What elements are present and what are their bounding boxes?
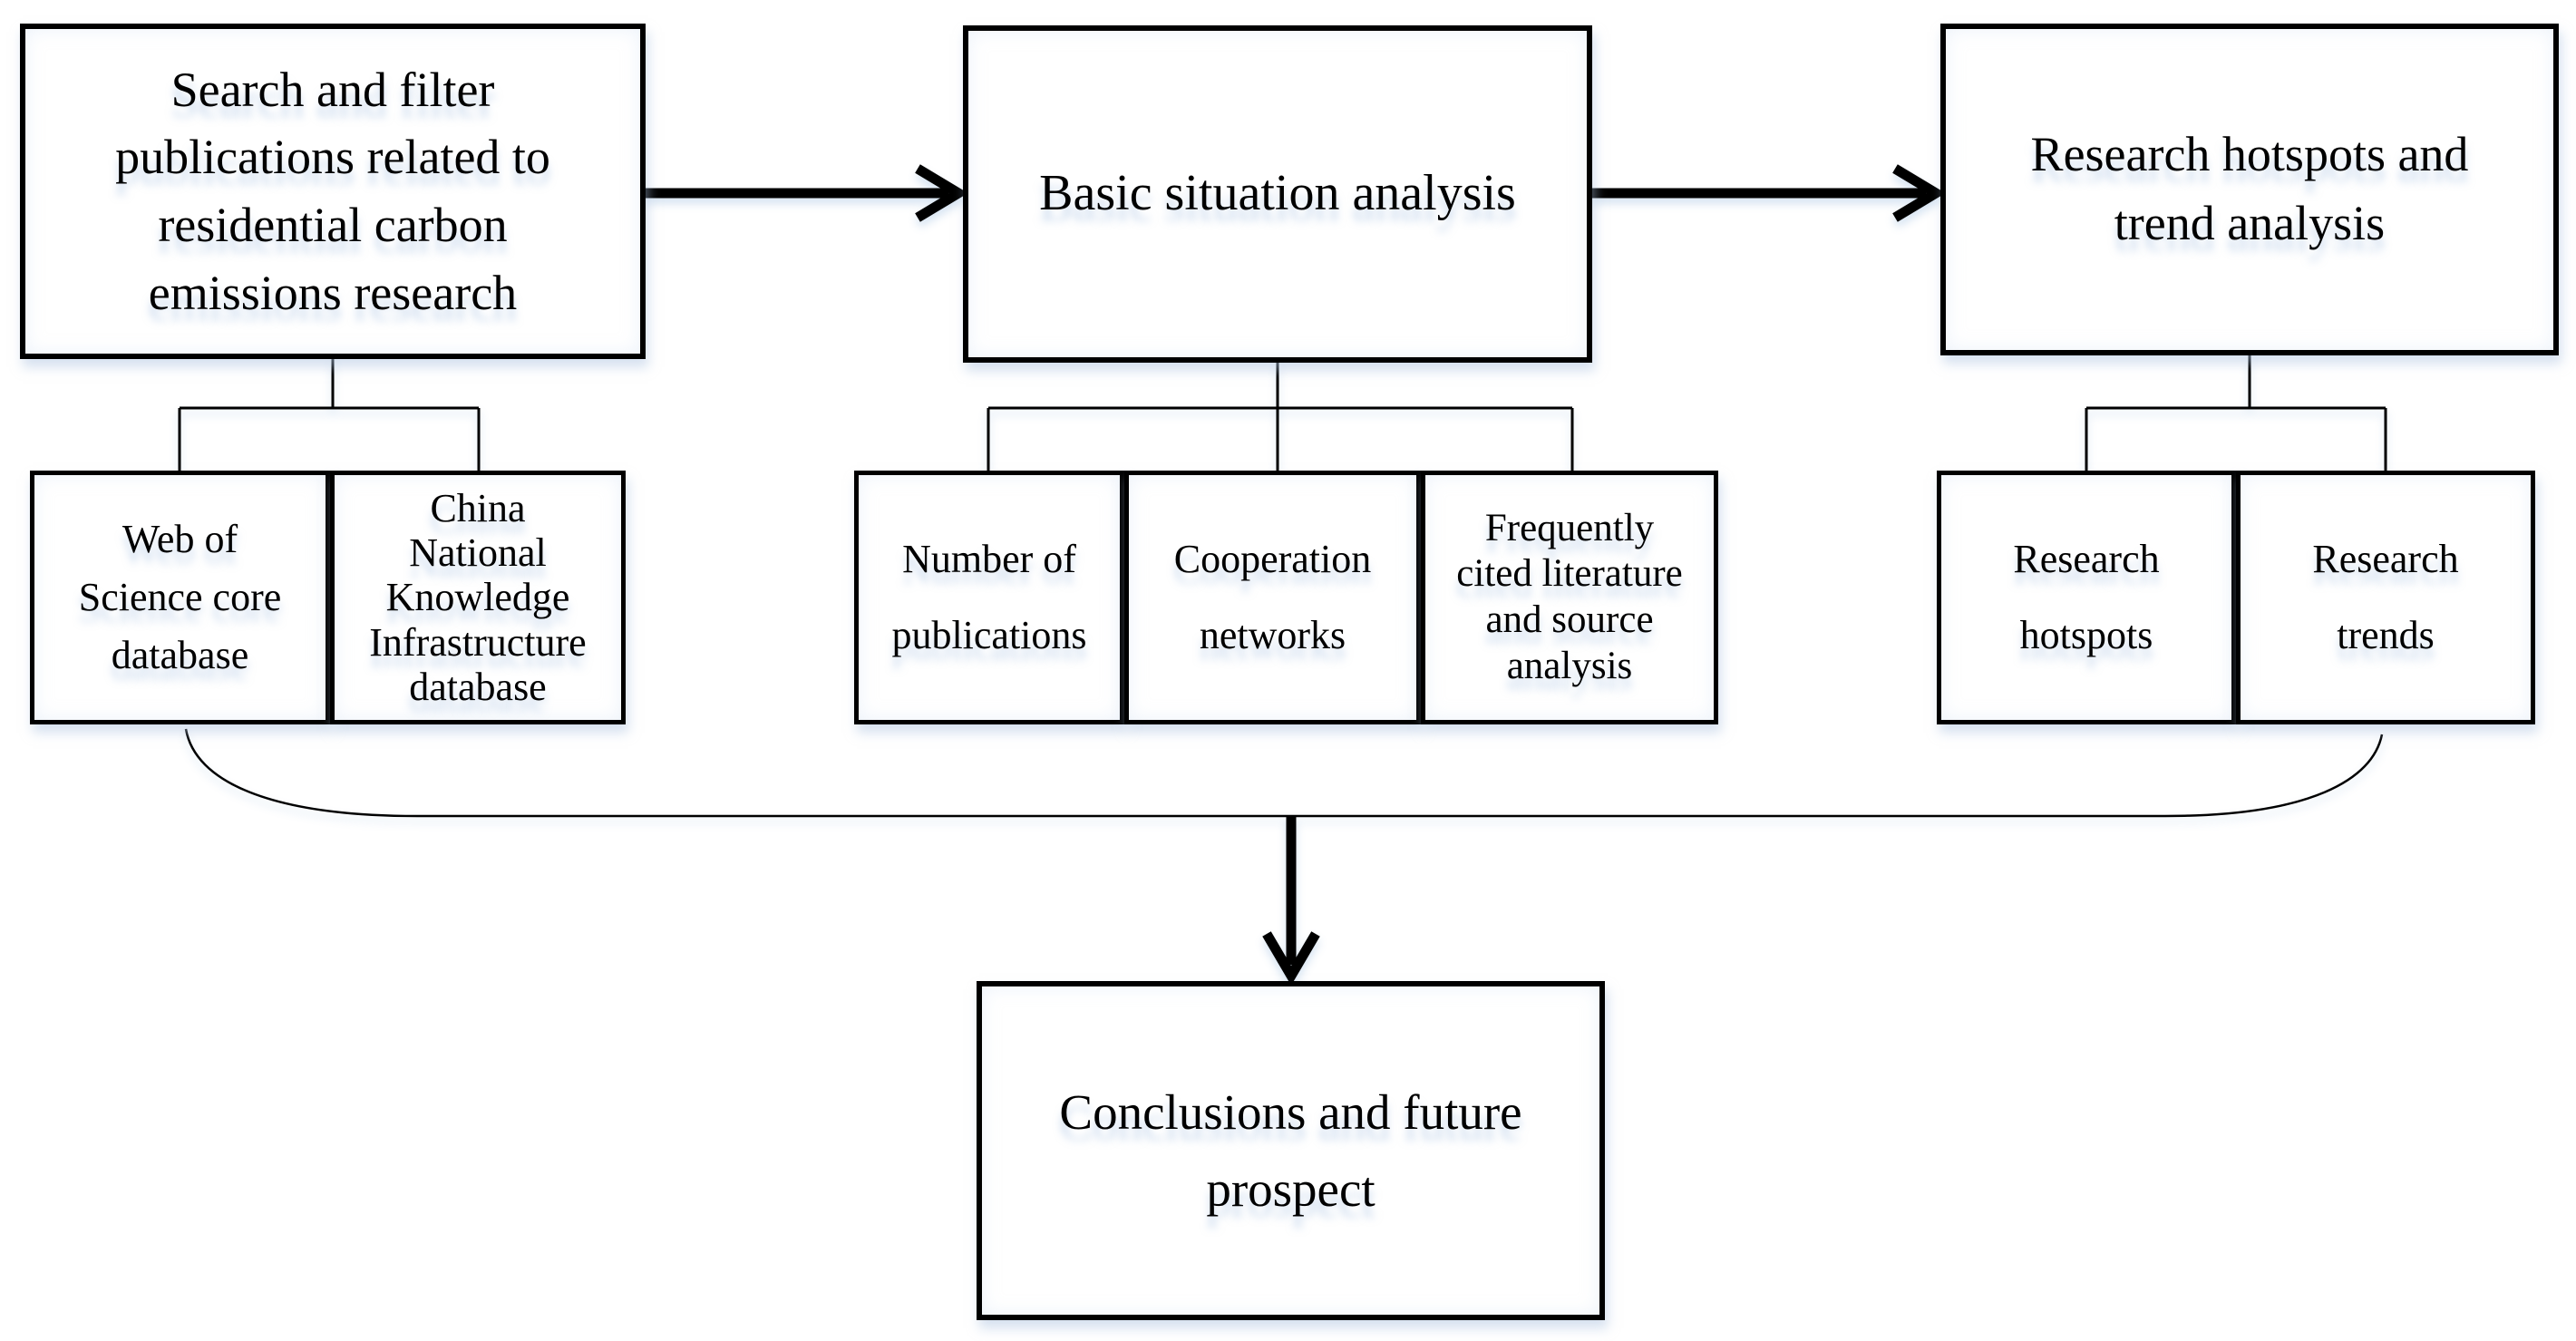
node-research-trends: Research trends [2236,471,2535,724]
node-search-filter-publications: Search and filter publications related t… [20,24,646,359]
node-cooperation-networks: Cooperation networks [1124,471,1421,724]
node-research-trends-label: Research trends [2312,537,2459,657]
node-frequently-cited-literature: Frequently cited literature and source a… [1421,471,1718,724]
arrowhead-search-to-basic [915,164,968,222]
node-research-hotspots-label: Research hotspots [2013,537,2160,657]
node-number-of-publications-label: Number of publications [891,537,1087,657]
node-cooperation-networks-label: Cooperation networks [1173,537,1372,657]
arrowhead-to-conclusions [1262,931,1320,986]
node-research-hotspots-trend-analysis: Research hotspots and trend analysis [1940,24,2559,355]
node-research-hotspots-trend-analysis-label: Research hotspots and trend analysis [2030,127,2469,250]
collector-curve [184,728,2384,818]
arrowhead-basic-to-hotspots [1892,164,1946,222]
node-cnki-database-label: China National Knowledge Infrastructure … [369,485,587,709]
connector-search-children [178,359,481,472]
node-cnki-database: China National Knowledge Infrastructure … [330,471,626,724]
node-basic-situation-analysis-label: Basic situation analysis [1039,165,1516,222]
connector-basic-children [987,363,1574,472]
node-search-filter-publications-label: Search and filter publications related t… [115,62,550,320]
connector-hotspots-children [2085,355,2387,472]
node-conclusions-future-prospect: Conclusions and future prospect [977,981,1605,1320]
node-web-of-science-database-label: Web of Science core database [78,517,282,677]
node-conclusions-future-prospect-label: Conclusions and future prospect [1059,1083,1522,1217]
node-web-of-science-database: Web of Science core database [30,471,330,724]
node-frequently-cited-literature-label: Frequently cited literature and source a… [1456,506,1683,687]
node-research-hotspots: Research hotspots [1937,471,2236,724]
node-number-of-publications: Number of publications [854,471,1124,724]
node-basic-situation-analysis: Basic situation analysis [963,25,1592,363]
